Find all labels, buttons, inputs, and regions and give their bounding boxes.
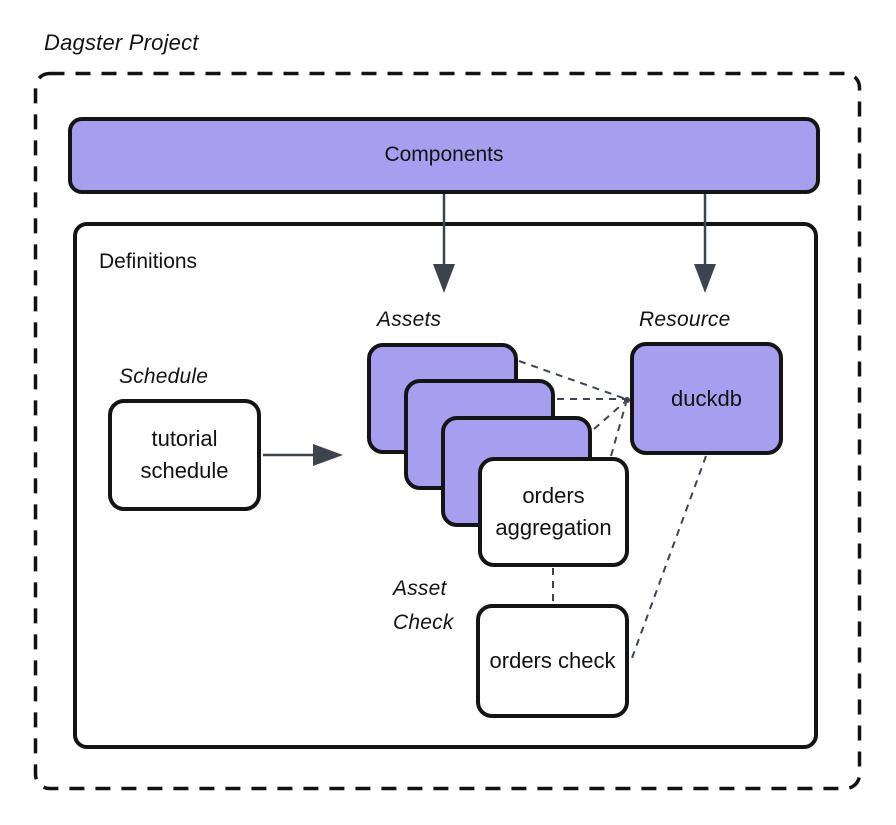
orders-check-node: orders check — [476, 604, 629, 718]
tutorial-schedule-node: tutorial schedule — [108, 399, 261, 511]
components-node: Components — [68, 117, 820, 194]
duckdb-label: duckdb — [671, 385, 742, 411]
assets-group-label: Assets — [377, 308, 442, 331]
components-label: Components — [384, 143, 504, 167]
schedule-group-label: Schedule — [119, 365, 209, 388]
resource-group-label: Resource — [639, 308, 731, 331]
duckdb-resource-node: duckdb — [630, 342, 783, 455]
orders-check-label: orders check — [489, 648, 616, 674]
definitions-label: Definitions — [99, 250, 198, 273]
orders-aggregation-label: orders aggregation — [495, 483, 612, 540]
orders-aggregation-node: orders aggregation — [478, 457, 629, 567]
diagram-title: Dagster Project — [44, 30, 199, 55]
tutorial-schedule-label: tutorial schedule — [140, 426, 229, 483]
asset-check-group-label: Asset Check — [393, 577, 454, 634]
